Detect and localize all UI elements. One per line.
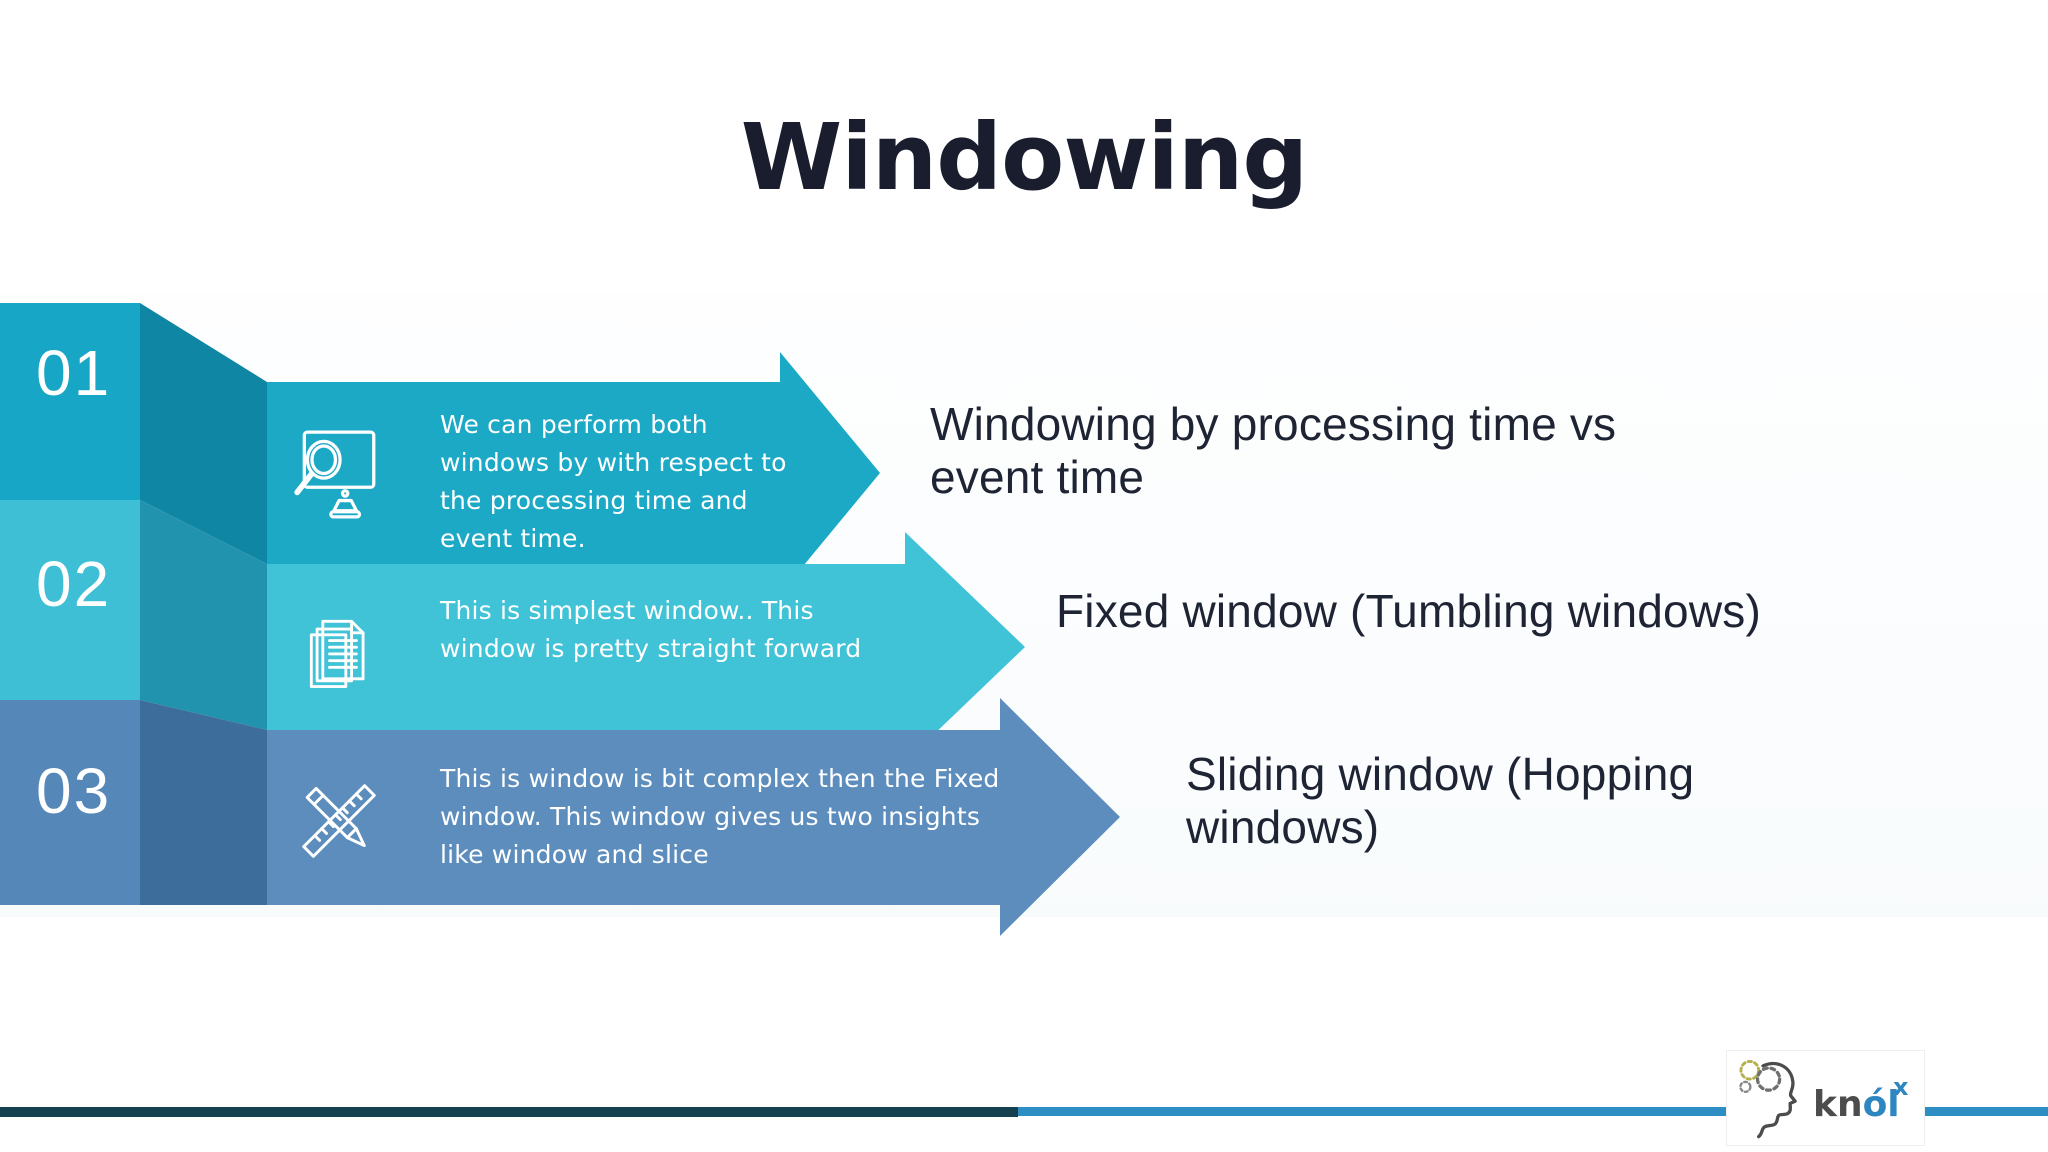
step1-front-face <box>0 303 140 500</box>
footer-rule-dark <box>0 1107 1018 1117</box>
brand-logo: knól x <box>1726 1050 1925 1146</box>
footer-rule-blue <box>1018 1107 2048 1116</box>
step1-description: We can perform both windows by with resp… <box>440 410 787 553</box>
monitor-search-icon <box>288 424 386 522</box>
step2-description: This is simplest window.. This window is… <box>440 596 862 663</box>
step3-front-face <box>0 700 140 905</box>
step1-number: 01 <box>36 337 112 409</box>
step3-heading: Sliding window (Hopping windows) <box>1186 748 1695 853</box>
step3-description: This is window is bit complex then the F… <box>440 764 1000 869</box>
brand-text-accent: ól <box>1862 1084 1900 1125</box>
stacked-documents-icon <box>296 606 388 698</box>
step2-heading: Fixed window (Tumbling windows) <box>1056 585 1761 637</box>
brand-superscript: x <box>1893 1073 1909 1101</box>
brain-head-icon <box>1733 1057 1813 1145</box>
step2-front-face <box>0 500 140 700</box>
page-title: Windowing <box>740 103 1308 211</box>
ruler-pencil-icon <box>292 774 386 868</box>
brand-text-dark: kn <box>1813 1084 1863 1125</box>
step1-heading: Windowing by processing time vs event ti… <box>930 398 1617 503</box>
step2-number: 02 <box>36 548 112 620</box>
brand-text: knól <box>1813 1087 1900 1123</box>
step3-number: 03 <box>36 755 112 827</box>
